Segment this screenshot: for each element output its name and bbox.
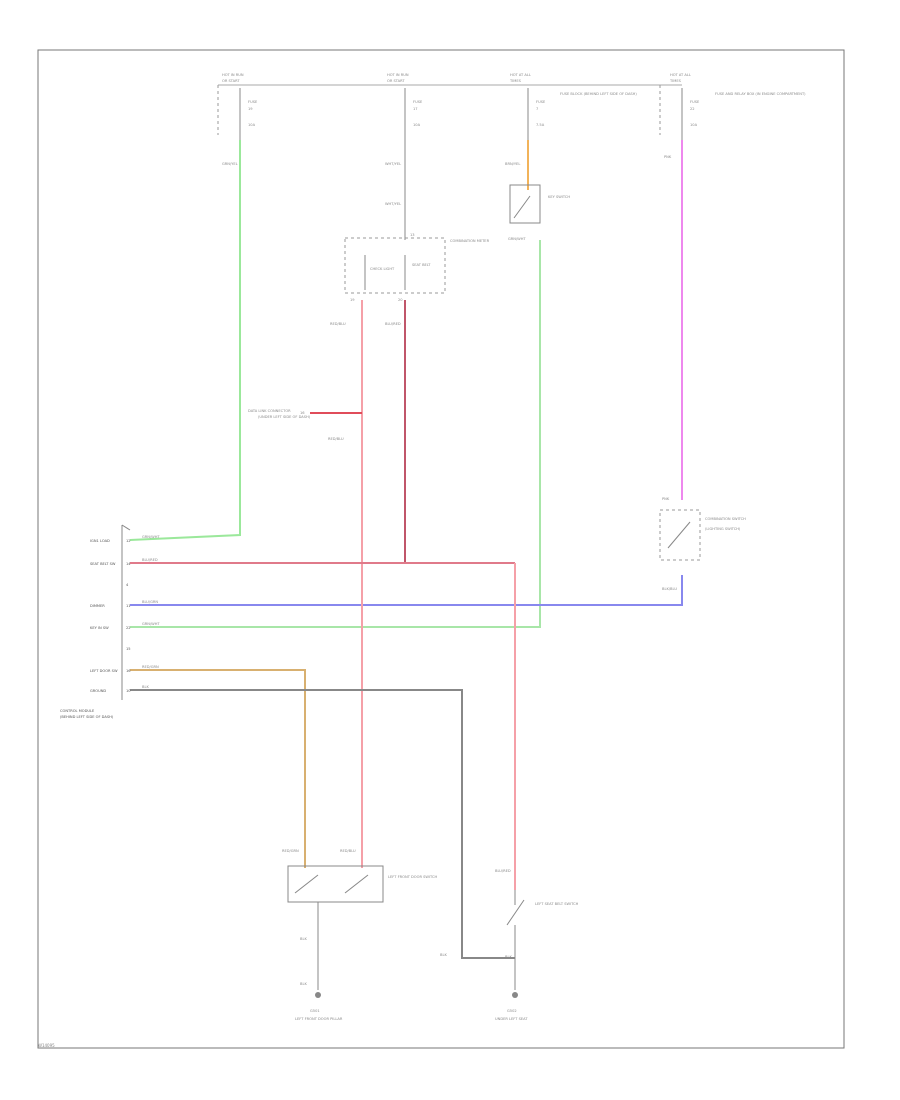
front-door-switch-label: LEFT FRONT DOOR SWITCH xyxy=(388,875,437,879)
fuse-19: HOT IN RUN OR START FUSE 19 10A GRN/YEL xyxy=(217,73,258,166)
meter-out-left-wire: RED/BLU xyxy=(330,322,346,326)
key-switch: KEY SWITCH GRN/WHT xyxy=(508,184,570,241)
fuse-7-sub: TIMES xyxy=(509,79,522,83)
fuse-7-desc: FUSE BLOCK (BEHIND LEFT SIDE OF DASH) xyxy=(560,92,637,96)
seat-belt-switch-label: LEFT SEAT BELT SWITCH xyxy=(535,902,579,906)
module-label: CONTROL MODULE xyxy=(60,709,95,713)
fuse-19-amp: 10A xyxy=(248,123,256,127)
seat-belt-out-wire: BLK xyxy=(505,955,512,959)
module-pin-wire: BLU/RED xyxy=(142,558,158,562)
module-pin-name: GROUND xyxy=(90,689,106,693)
module-pin-number: 4 xyxy=(126,583,129,587)
data-link-label: DATA LINK CONNECTOR xyxy=(248,409,291,413)
fuse-7-wire: BRN/YEL xyxy=(505,162,520,166)
combination-meter-label: COMBINATION METER xyxy=(450,239,490,243)
wire-grn-wht xyxy=(130,240,541,628)
module-pin-name: IGN1 LOAD xyxy=(90,539,110,543)
combination-meter: COMBINATION METER 13 CHECK LIGHT SEAT BE… xyxy=(330,233,490,326)
fuse-17: HOT IN RUN OR START FUSE 17 10A WHT/YEL … xyxy=(385,73,423,240)
module-sub: (BEHIND LEFT SIDE OF DASH) xyxy=(60,715,114,719)
data-link-pin: 16 xyxy=(300,411,305,415)
module-pin-number: 15 xyxy=(126,647,131,651)
combination-switch-in-wire: PNK xyxy=(662,497,670,501)
module-pin-wire: GRN/WHT xyxy=(142,622,160,626)
fuse-22-amp: 10A xyxy=(690,123,698,127)
combination-switch-out-wire: BLK/BLU xyxy=(662,587,677,591)
data-link-connector: DATA LINK CONNECTOR (UNDER LEFT SIDE OF … xyxy=(248,409,344,441)
fuse-19-sub: OR START xyxy=(222,79,240,83)
front-door-left-wire: RED/GRN xyxy=(282,849,299,853)
seat-belt-in-wire: BLU/RED xyxy=(495,869,511,873)
ground-g502-desc: UNDER LEFT SEAT xyxy=(495,1017,528,1021)
fuse-17-amp: 10A xyxy=(413,123,421,127)
fuse-22-number: 22 xyxy=(690,107,695,111)
module-pin-wire: BLK xyxy=(142,685,149,689)
fuse-17-sub: OR START xyxy=(387,79,405,83)
data-link-wire: RED/BLU xyxy=(328,437,344,441)
module-pin-name: KEY IN SW xyxy=(90,626,109,630)
front-door-out-wire: BLK xyxy=(300,937,307,941)
meter-in-wire: WHT/YEL xyxy=(385,202,401,206)
meter-out-right-wire: BLU/RED xyxy=(385,322,401,326)
meter-pin-left: 19 xyxy=(350,298,355,302)
wire-red-grn xyxy=(130,669,306,868)
key-switch-out-wire: GRN/WHT xyxy=(508,237,526,241)
seat-belt-jumper-wire: BLK xyxy=(440,953,447,957)
fuse-22-label: FUSE xyxy=(690,100,700,104)
key-switch-label: KEY SWITCH xyxy=(548,195,570,199)
fuse-17-header: HOT IN RUN xyxy=(387,73,409,77)
fuse-7-label: FUSE xyxy=(536,100,546,104)
ground-g501-desc: LEFT FRONT DOOR PILLAR xyxy=(295,1017,343,1021)
diagram-id: W14095 xyxy=(38,1043,55,1048)
module-pin-wire: RED/GRN xyxy=(142,665,159,669)
module-pin-name: LEFT DOOR SW xyxy=(90,669,118,673)
meter-pin-top: 13 xyxy=(410,233,415,237)
module-pin-number: 12 xyxy=(126,539,131,543)
fuse-7-number: 7 xyxy=(536,107,538,111)
combination-switch-sub: (LIGHTING SWITCH) xyxy=(705,527,741,531)
fuse-7-amp: 7.5A xyxy=(536,123,545,127)
combination-switch-label: COMBINATION SWITCH xyxy=(705,517,746,521)
module-pin-wire: BLU/GRN xyxy=(142,600,158,604)
fuse-22: HOT AT ALL TIMES FUSE 22 10A FUSE AND RE… xyxy=(659,73,806,159)
fuse-19-number: 19 xyxy=(248,107,253,111)
module-pin-number: 10 xyxy=(126,689,131,693)
fuse-17-number: 17 xyxy=(413,107,418,111)
ground-g502: G502 xyxy=(507,1009,517,1013)
fuse-22-desc: FUSE AND RELAY BOX (IN ENGINE COMPARTMEN… xyxy=(715,92,806,96)
data-link-sub: (UNDER LEFT SIDE OF DASH) xyxy=(258,415,311,419)
fuse-22-header: HOT AT ALL xyxy=(670,73,691,77)
diagram-frame xyxy=(37,49,845,1049)
wire-blk-blu xyxy=(130,575,683,606)
wire-grn-yel xyxy=(129,140,241,541)
fuse-7-header: HOT AT ALL xyxy=(510,73,531,77)
meter-pin-right: 20 xyxy=(398,298,403,302)
fuse-22-sub: TIMES xyxy=(669,79,682,83)
module-pin-number: 22 xyxy=(126,626,131,630)
module-pin-number: 11 xyxy=(126,604,131,608)
fuse-22-wire: PNK xyxy=(664,155,672,159)
combination-switch: COMBINATION SWITCH (LIGHTING SWITCH) PNK… xyxy=(659,497,746,591)
module-pin-number: 14 xyxy=(126,562,131,566)
module-pin-name: SEAT BELT SW xyxy=(90,562,116,566)
module-pin-name: DIMMER xyxy=(90,604,105,608)
left-seat-belt-switch: LEFT SEAT BELT SWITCH BLU/RED BLK BLK G5… xyxy=(440,869,579,1021)
front-door-gnd-wire: BLK xyxy=(300,982,307,986)
fuse-19-wire: GRN/YEL xyxy=(222,162,238,166)
left-front-door-switch: LEFT FRONT DOOR SWITCH RED/GRN RED/BLU B… xyxy=(282,849,437,1021)
module-pin-number: 16 xyxy=(126,669,131,673)
lamp-check: CHECK LIGHT xyxy=(370,267,395,271)
fuse-7: HOT AT ALL TIMES FUSE 7 7.5A FUSE BLOCK … xyxy=(505,73,637,166)
module-pin-wire: GRN/WHT xyxy=(142,535,160,539)
lamp-seat-belt: SEAT BELT xyxy=(412,263,431,267)
fuse-17-wire: WHT/YEL xyxy=(385,162,401,166)
wire-blk-ground xyxy=(130,689,515,959)
fuse-19-header: HOT IN RUN xyxy=(222,73,244,77)
ground-g501: G501 xyxy=(310,1009,320,1013)
fuse-17-label: FUSE xyxy=(413,100,423,104)
front-door-right-wire: RED/BLU xyxy=(340,849,356,853)
fuse-19-label: FUSE xyxy=(248,100,258,104)
